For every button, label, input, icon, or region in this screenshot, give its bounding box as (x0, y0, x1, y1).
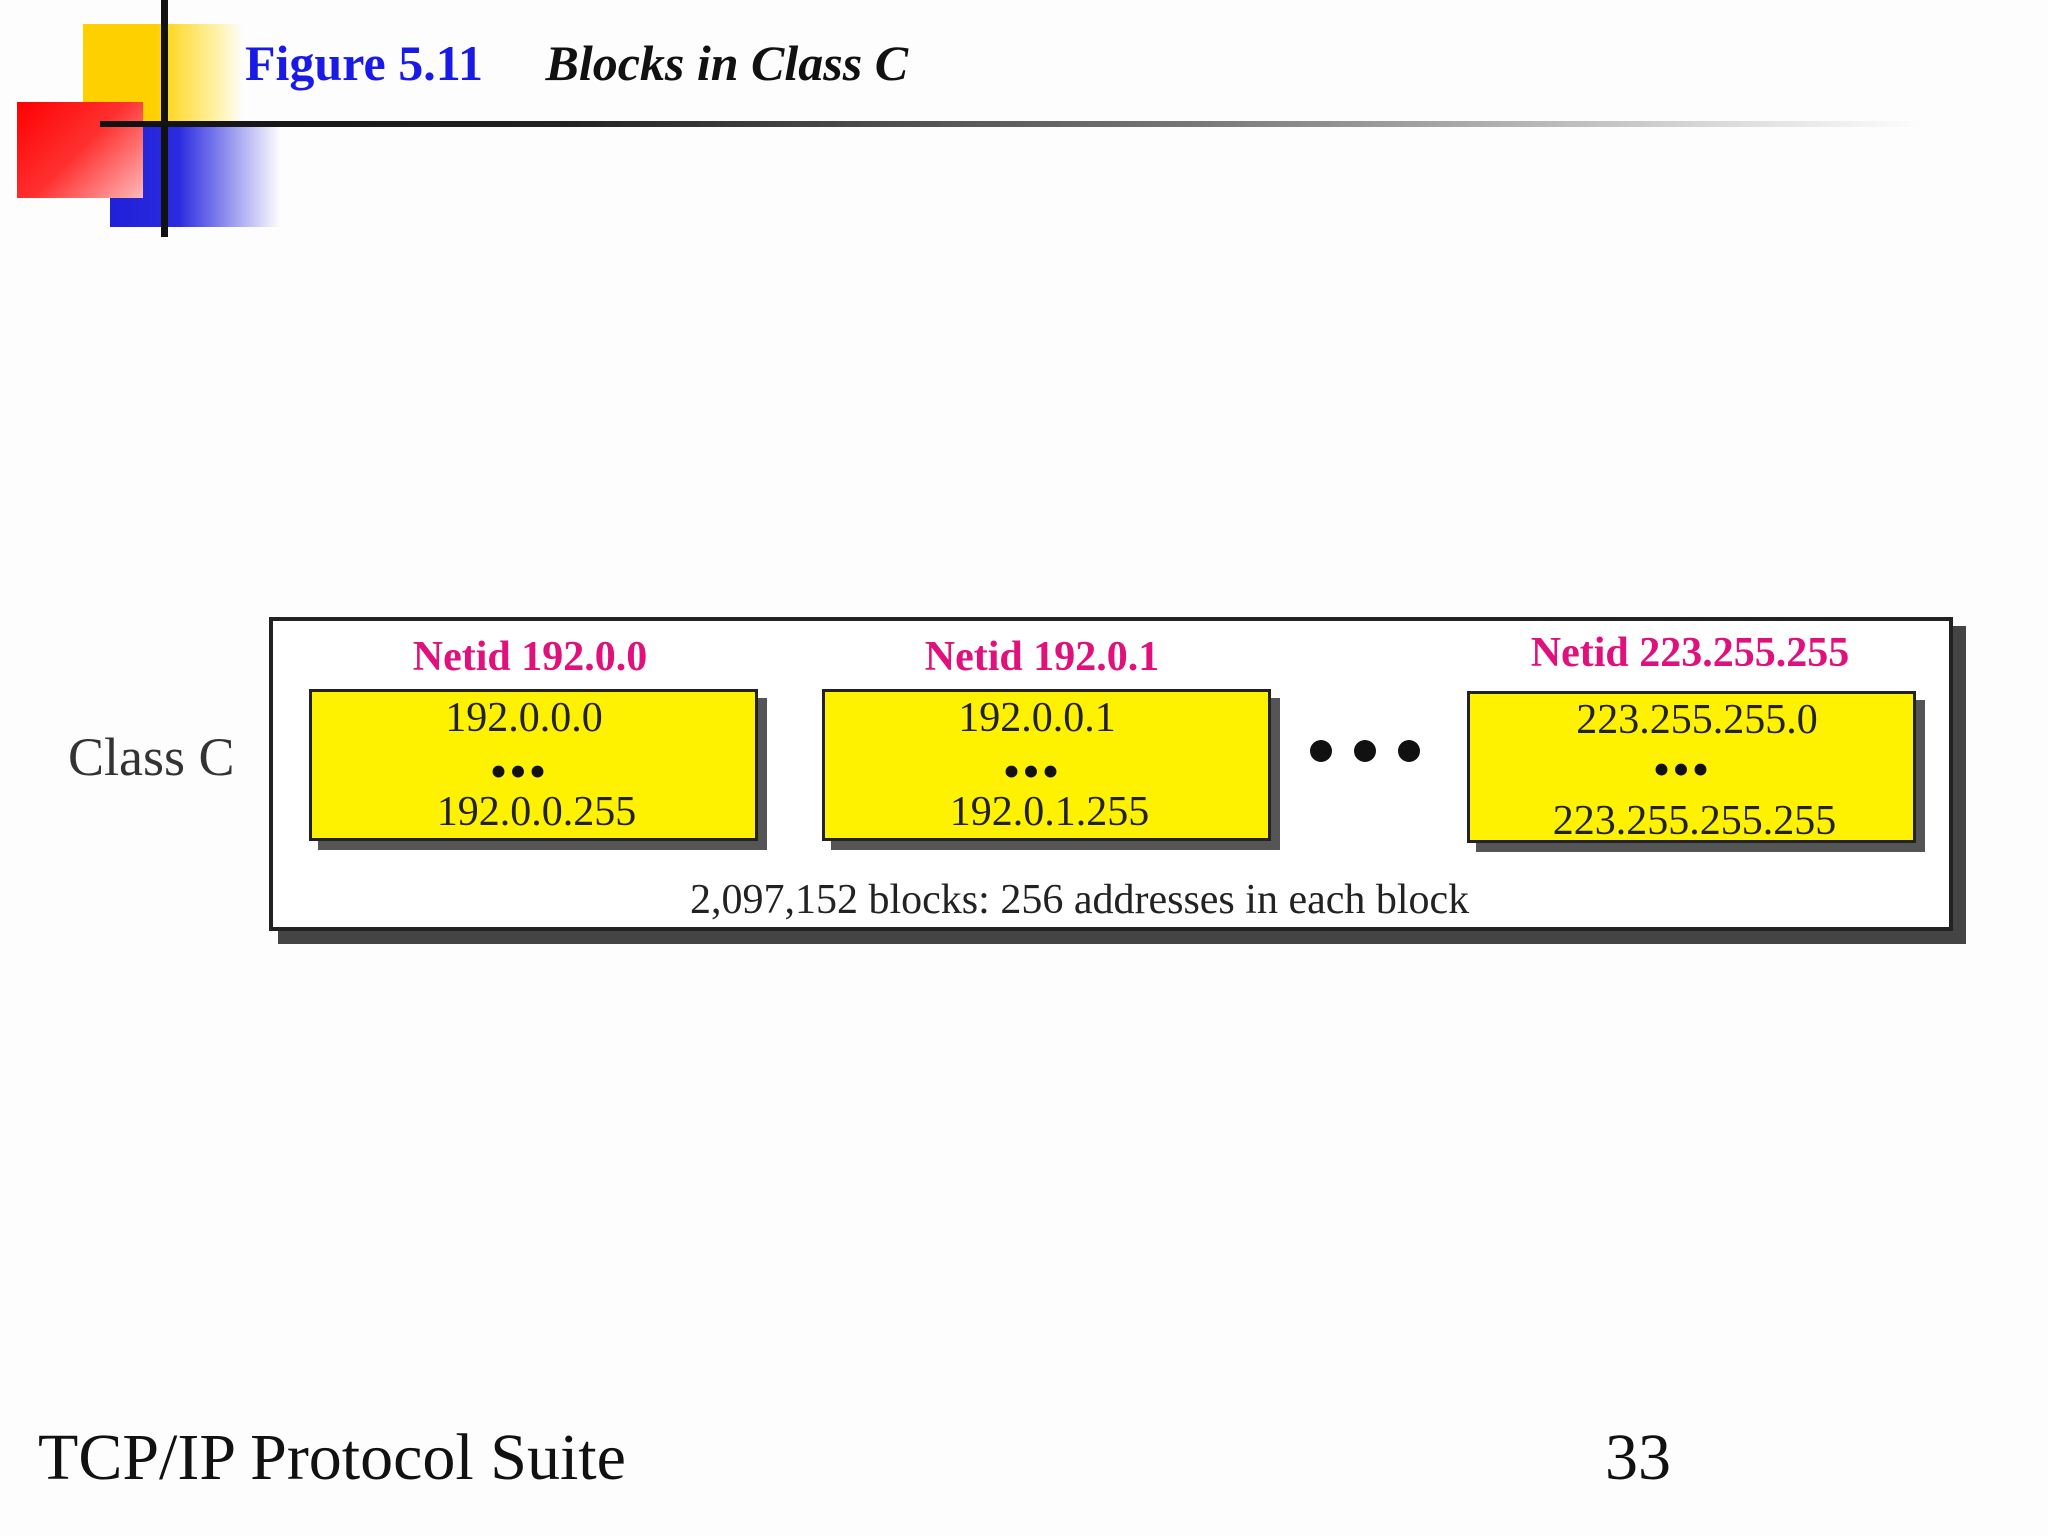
block-first-address: 223.255.255.0 (1576, 697, 1818, 743)
decor-red-square (17, 102, 143, 198)
slide-title: Figure 5.11 Blocks in Class C (245, 34, 908, 92)
netid-label: Netid 192.0.0 (412, 634, 648, 680)
ellipsis-dots: ••• (1652, 741, 1712, 797)
netid-label: Netid 223.255.255 (1530, 630, 1850, 676)
figure-number: Figure 5.11 (245, 35, 483, 91)
decor-vertical-line (161, 0, 168, 237)
address-block (822, 689, 1271, 841)
ellipsis-dots: ••• (1002, 743, 1062, 799)
block-last-address: 223.255.255.255 (1552, 798, 1837, 844)
class-label: Class C (68, 727, 235, 787)
blocks-ellipsis (1310, 740, 1442, 767)
address-block (1467, 691, 1916, 843)
address-block (309, 689, 758, 841)
page-number: 33 (1605, 1421, 1671, 1494)
netid-label: Netid 192.0.1 (924, 634, 1160, 680)
header-rule (100, 121, 1920, 127)
ellipsis-dots: ••• (489, 743, 549, 799)
ellipsis-dot (1398, 740, 1420, 762)
block-last-address: 192.0.0.255 (436, 789, 637, 835)
ellipsis-dot (1310, 740, 1332, 762)
ellipsis-dot (1354, 740, 1376, 762)
blocks-summary: 2,097,152 blocks: 256 addresses in each … (690, 877, 1470, 923)
block-last-address: 192.0.1.255 (949, 789, 1150, 835)
footer-title: TCP/IP Protocol Suite (38, 1421, 626, 1494)
figure-title: Blocks in Class C (545, 35, 909, 91)
block-first-address: 192.0.0.1 (958, 695, 1116, 741)
block-first-address: 192.0.0.0 (445, 695, 603, 741)
